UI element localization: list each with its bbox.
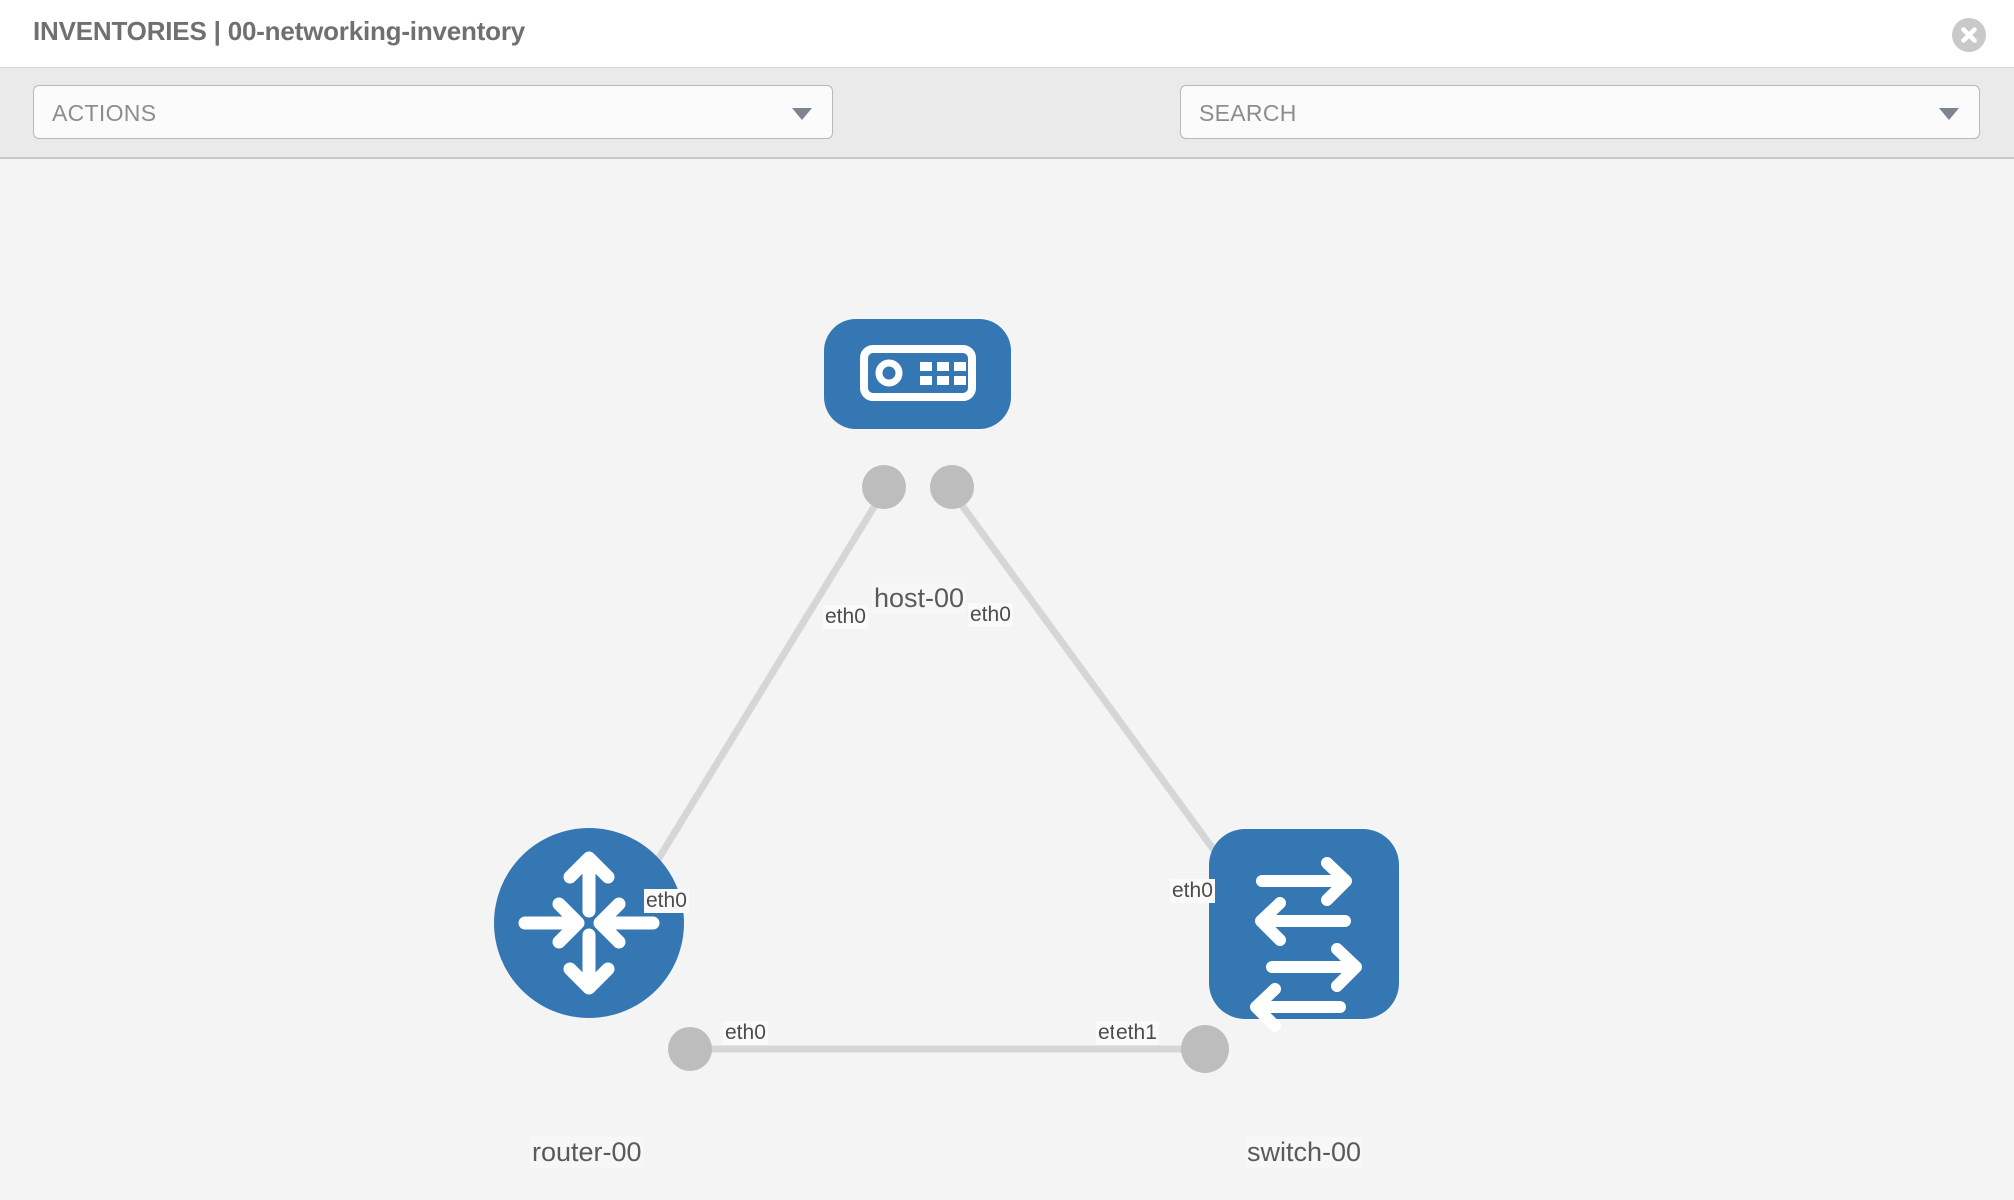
chevron-down-icon xyxy=(1939,108,1959,120)
port-host-eth0-left xyxy=(862,465,906,509)
edge-host-router xyxy=(637,487,888,891)
node-label-router-00: router-00 xyxy=(530,1137,644,1168)
iface-label-host-eth0-left: eth0 xyxy=(823,605,868,629)
iface-label-router-eth0-trunk: eth0 xyxy=(723,1021,768,1045)
iface-label-router-eth0-uplink: eth0 xyxy=(644,889,689,913)
node-label-switch-00: switch-00 xyxy=(1245,1137,1364,1168)
page-header: INVENTORIES | 00-networking-inventory xyxy=(0,0,2014,68)
topology-edges xyxy=(637,486,1238,1053)
iface-label-switch-eth1-trunk: eth1 xyxy=(1114,1021,1159,1045)
node-host-00 xyxy=(824,319,1011,429)
topology-canvas[interactable]: host-00 router-00 switch-00 eth0 eth0 et… xyxy=(0,159,2014,1200)
iface-label-switch-eth0-uplink: eth0 xyxy=(1170,879,1215,903)
search-placeholder: SEARCH xyxy=(1199,100,1297,126)
node-switch-00 xyxy=(1209,829,1399,1032)
port-router-eth0 xyxy=(668,1027,712,1071)
chevron-down-icon xyxy=(792,108,812,120)
toolbar: ACTIONS SEARCH xyxy=(0,68,2014,195)
port-host-eth0-right xyxy=(930,465,974,509)
iface-label-host-eth0-right: eth0 xyxy=(968,603,1013,627)
topology-graph xyxy=(494,319,1399,1073)
edge-host-switch xyxy=(947,486,1238,882)
node-router-00 xyxy=(494,828,684,1018)
actions-dropdown[interactable]: ACTIONS xyxy=(33,85,833,139)
page-title: INVENTORIES | 00-networking-inventory xyxy=(33,16,526,46)
search-input[interactable]: SEARCH xyxy=(1180,85,1980,139)
close-icon[interactable] xyxy=(1952,18,1986,52)
node-label-host-00: host-00 xyxy=(872,583,967,614)
topology-ports xyxy=(668,465,1259,1073)
actions-dropdown-label: ACTIONS xyxy=(52,100,157,126)
port-switch-eth1 xyxy=(1181,1025,1229,1073)
